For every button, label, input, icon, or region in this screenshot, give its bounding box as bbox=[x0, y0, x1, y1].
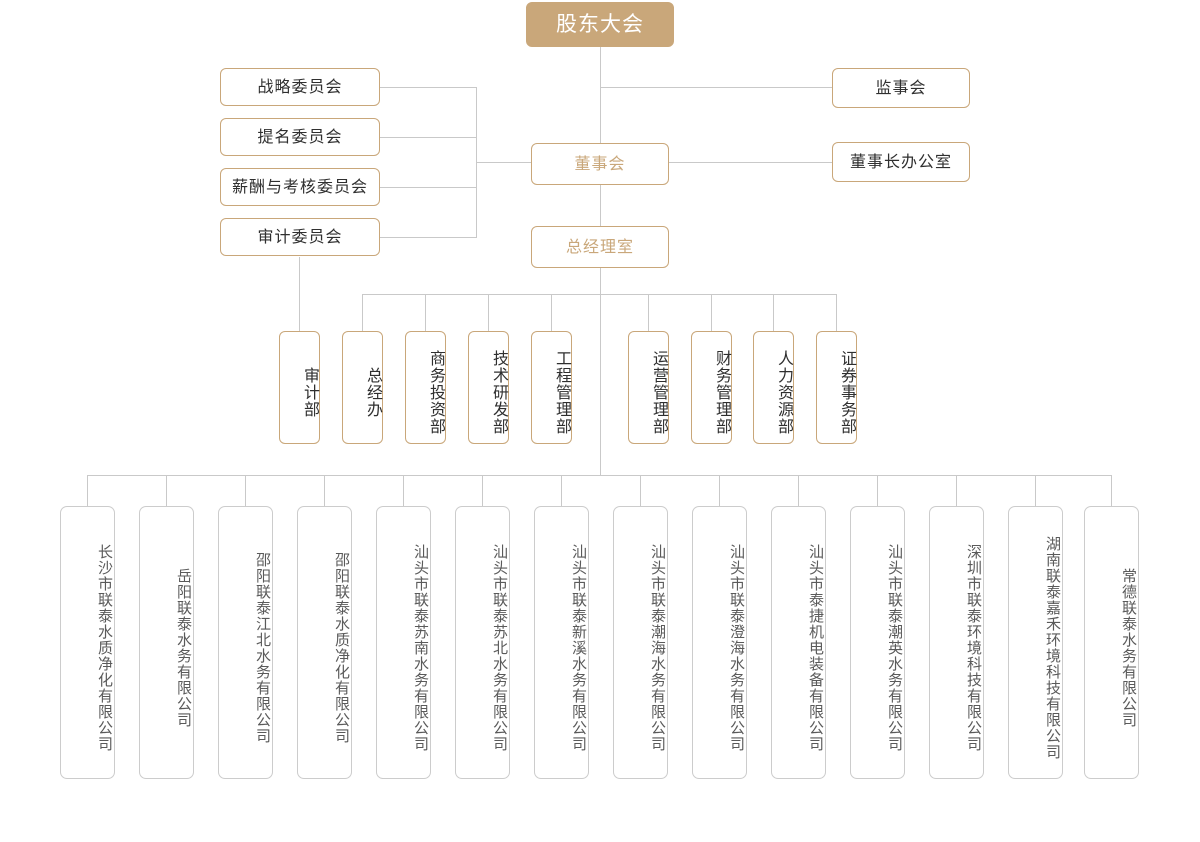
node-department-general-office[interactable]: 总经办 bbox=[342, 331, 383, 444]
connector-dept-drop-2 bbox=[425, 294, 426, 331]
node-shareholders-meeting[interactable]: 股东大会 bbox=[526, 2, 674, 47]
node-department-finance-management[interactable]: 财务管理部 bbox=[691, 331, 732, 444]
connector-committee-bus-to-board bbox=[476, 162, 531, 163]
node-committee-strategy[interactable]: 战略委员会 bbox=[220, 68, 380, 106]
connector-gm-to-departments bbox=[600, 268, 601, 476]
node-committee-remuneration-appraisal[interactable]: 薪酬与考核委员会 bbox=[220, 168, 380, 206]
node-department-audit[interactable]: 审计部 bbox=[279, 331, 320, 444]
node-subsidiary-10[interactable]: 汕头市泰捷机电装备有限公司 bbox=[771, 506, 826, 779]
connector-dept-drop-8 bbox=[836, 294, 837, 331]
node-subsidiary-3[interactable]: 邵阳联泰江北水务有限公司 bbox=[218, 506, 273, 779]
connector-sub-drop-10 bbox=[798, 475, 799, 506]
connector-board-to-gm bbox=[600, 185, 601, 226]
connector-dept-drop-3 bbox=[488, 294, 489, 331]
connector-sub-drop-2 bbox=[166, 475, 167, 506]
node-subsidiary-8[interactable]: 汕头市联泰潮海水务有限公司 bbox=[613, 506, 668, 779]
node-subsidiary-14[interactable]: 常德联泰水务有限公司 bbox=[1084, 506, 1139, 779]
connector-audit-committee-to-audit-dept bbox=[299, 257, 300, 331]
connector-sub-drop-5 bbox=[403, 475, 404, 506]
connector-dept-drop-5 bbox=[648, 294, 649, 331]
connector-board-to-chairman-office bbox=[669, 162, 832, 163]
connector-sub-drop-13 bbox=[1035, 475, 1036, 506]
node-subsidiary-5[interactable]: 汕头市联泰苏南水务有限公司 bbox=[376, 506, 431, 779]
connector-sub-drop-8 bbox=[640, 475, 641, 506]
connector-department-bus bbox=[362, 294, 837, 295]
node-subsidiary-12[interactable]: 深圳市联泰环境科技有限公司 bbox=[929, 506, 984, 779]
connector-dept-drop-7 bbox=[773, 294, 774, 331]
connector-dept-drop-4 bbox=[551, 294, 552, 331]
connector-sub-drop-3 bbox=[245, 475, 246, 506]
connector-dept-drop-6 bbox=[711, 294, 712, 331]
connector-subsidiary-bus bbox=[87, 475, 1111, 476]
node-department-securities-affairs[interactable]: 证券事务部 bbox=[816, 331, 857, 444]
node-department-technology-rd[interactable]: 技术研发部 bbox=[468, 331, 509, 444]
connector-sub-drop-11 bbox=[877, 475, 878, 506]
connector-sub-drop-1 bbox=[87, 475, 88, 506]
node-department-human-resources[interactable]: 人力资源部 bbox=[753, 331, 794, 444]
connector-committee-stub-3 bbox=[380, 187, 477, 188]
connector-sub-drop-4 bbox=[324, 475, 325, 506]
connector-shareholders-to-board bbox=[600, 47, 601, 163]
connector-sub-drop-6 bbox=[482, 475, 483, 506]
connector-sub-drop-14 bbox=[1111, 475, 1112, 506]
node-subsidiary-9[interactable]: 汕头市联泰澄海水务有限公司 bbox=[692, 506, 747, 779]
connector-sub-drop-7 bbox=[561, 475, 562, 506]
node-subsidiary-11[interactable]: 汕头市联泰潮英水务有限公司 bbox=[850, 506, 905, 779]
node-subsidiary-6[interactable]: 汕头市联泰苏北水务有限公司 bbox=[455, 506, 510, 779]
connector-sub-drop-9 bbox=[719, 475, 720, 506]
node-department-operations-management[interactable]: 运营管理部 bbox=[628, 331, 669, 444]
connector-sub-drop-12 bbox=[956, 475, 957, 506]
connector-committee-stub-4 bbox=[380, 237, 477, 238]
node-board-of-directors[interactable]: 董事会 bbox=[531, 143, 669, 185]
connector-board-to-supervisors bbox=[600, 87, 832, 88]
node-subsidiary-2[interactable]: 岳阳联泰水务有限公司 bbox=[139, 506, 194, 779]
node-department-business-investment[interactable]: 商务投资部 bbox=[405, 331, 446, 444]
node-department-engineering-management[interactable]: 工程管理部 bbox=[531, 331, 572, 444]
node-chairman-office[interactable]: 董事长办公室 bbox=[832, 142, 970, 182]
node-subsidiary-13[interactable]: 湖南联泰嘉禾环境科技有限公司 bbox=[1008, 506, 1063, 779]
node-subsidiary-1[interactable]: 长沙市联泰水质净化有限公司 bbox=[60, 506, 115, 779]
node-committee-nomination[interactable]: 提名委员会 bbox=[220, 118, 380, 156]
connector-committee-stub-2 bbox=[380, 137, 477, 138]
node-general-manager-office[interactable]: 总经理室 bbox=[531, 226, 669, 268]
connector-dept-drop-1 bbox=[362, 294, 363, 331]
node-committee-audit[interactable]: 审计委员会 bbox=[220, 218, 380, 256]
node-subsidiary-7[interactable]: 汕头市联泰新溪水务有限公司 bbox=[534, 506, 589, 779]
connector-committee-stub-1 bbox=[380, 87, 477, 88]
node-supervisory-board[interactable]: 监事会 bbox=[832, 68, 970, 108]
node-subsidiary-4[interactable]: 邵阳联泰水质净化有限公司 bbox=[297, 506, 352, 779]
